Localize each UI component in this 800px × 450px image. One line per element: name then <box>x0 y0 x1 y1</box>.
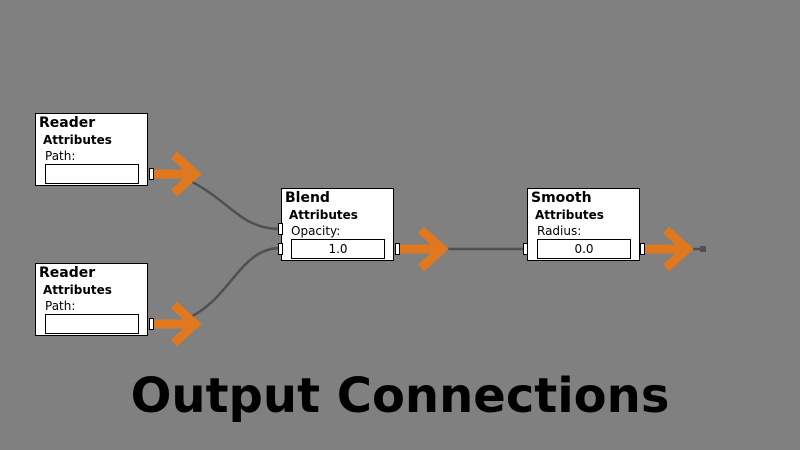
output-port[interactable] <box>640 243 645 255</box>
radius-input[interactable]: 0.0 <box>537 239 631 259</box>
caption: Output Connections <box>130 368 670 424</box>
output-arrow-icon[interactable] <box>400 226 449 272</box>
wire-reader2-blend[interactable] <box>187 246 281 320</box>
blend-node[interactable]: Blend Attributes Opacity: 1.0 <box>281 188 394 261</box>
reader-node[interactable]: Reader Attributes Path: <box>35 263 148 336</box>
output-arrow-icon[interactable] <box>153 151 202 197</box>
attributes-heading: Attributes <box>535 208 604 222</box>
smooth-node[interactable]: Smooth Attributes Radius: 0.0 <box>527 188 640 261</box>
path-input[interactable] <box>45 314 139 334</box>
opacity-label: Opacity: <box>291 224 341 238</box>
wire-reader1-blend[interactable] <box>187 178 281 231</box>
reader-node[interactable]: Reader Attributes Path: <box>35 113 148 186</box>
output-port[interactable] <box>395 243 400 255</box>
attributes-heading: Attributes <box>43 283 112 297</box>
output-arrow-icon[interactable] <box>153 301 202 347</box>
attributes-heading: Attributes <box>289 208 358 222</box>
node-title: Smooth <box>531 190 592 206</box>
path-label: Path: <box>45 149 76 163</box>
opacity-input[interactable]: 1.0 <box>291 239 385 259</box>
radius-label: Radius: <box>537 224 582 238</box>
output-port[interactable] <box>149 318 154 330</box>
output-end-marker <box>700 246 706 252</box>
node-title: Reader <box>39 265 96 281</box>
node-title: Reader <box>39 115 96 131</box>
path-label: Path: <box>45 299 76 313</box>
input-port[interactable] <box>278 223 283 235</box>
output-arrow-icon[interactable] <box>645 226 694 272</box>
attributes-heading: Attributes <box>43 133 112 147</box>
path-input[interactable] <box>45 164 139 184</box>
input-port[interactable] <box>278 243 283 255</box>
node-title: Blend <box>285 190 330 206</box>
output-port[interactable] <box>149 168 154 180</box>
input-port[interactable] <box>523 243 528 255</box>
